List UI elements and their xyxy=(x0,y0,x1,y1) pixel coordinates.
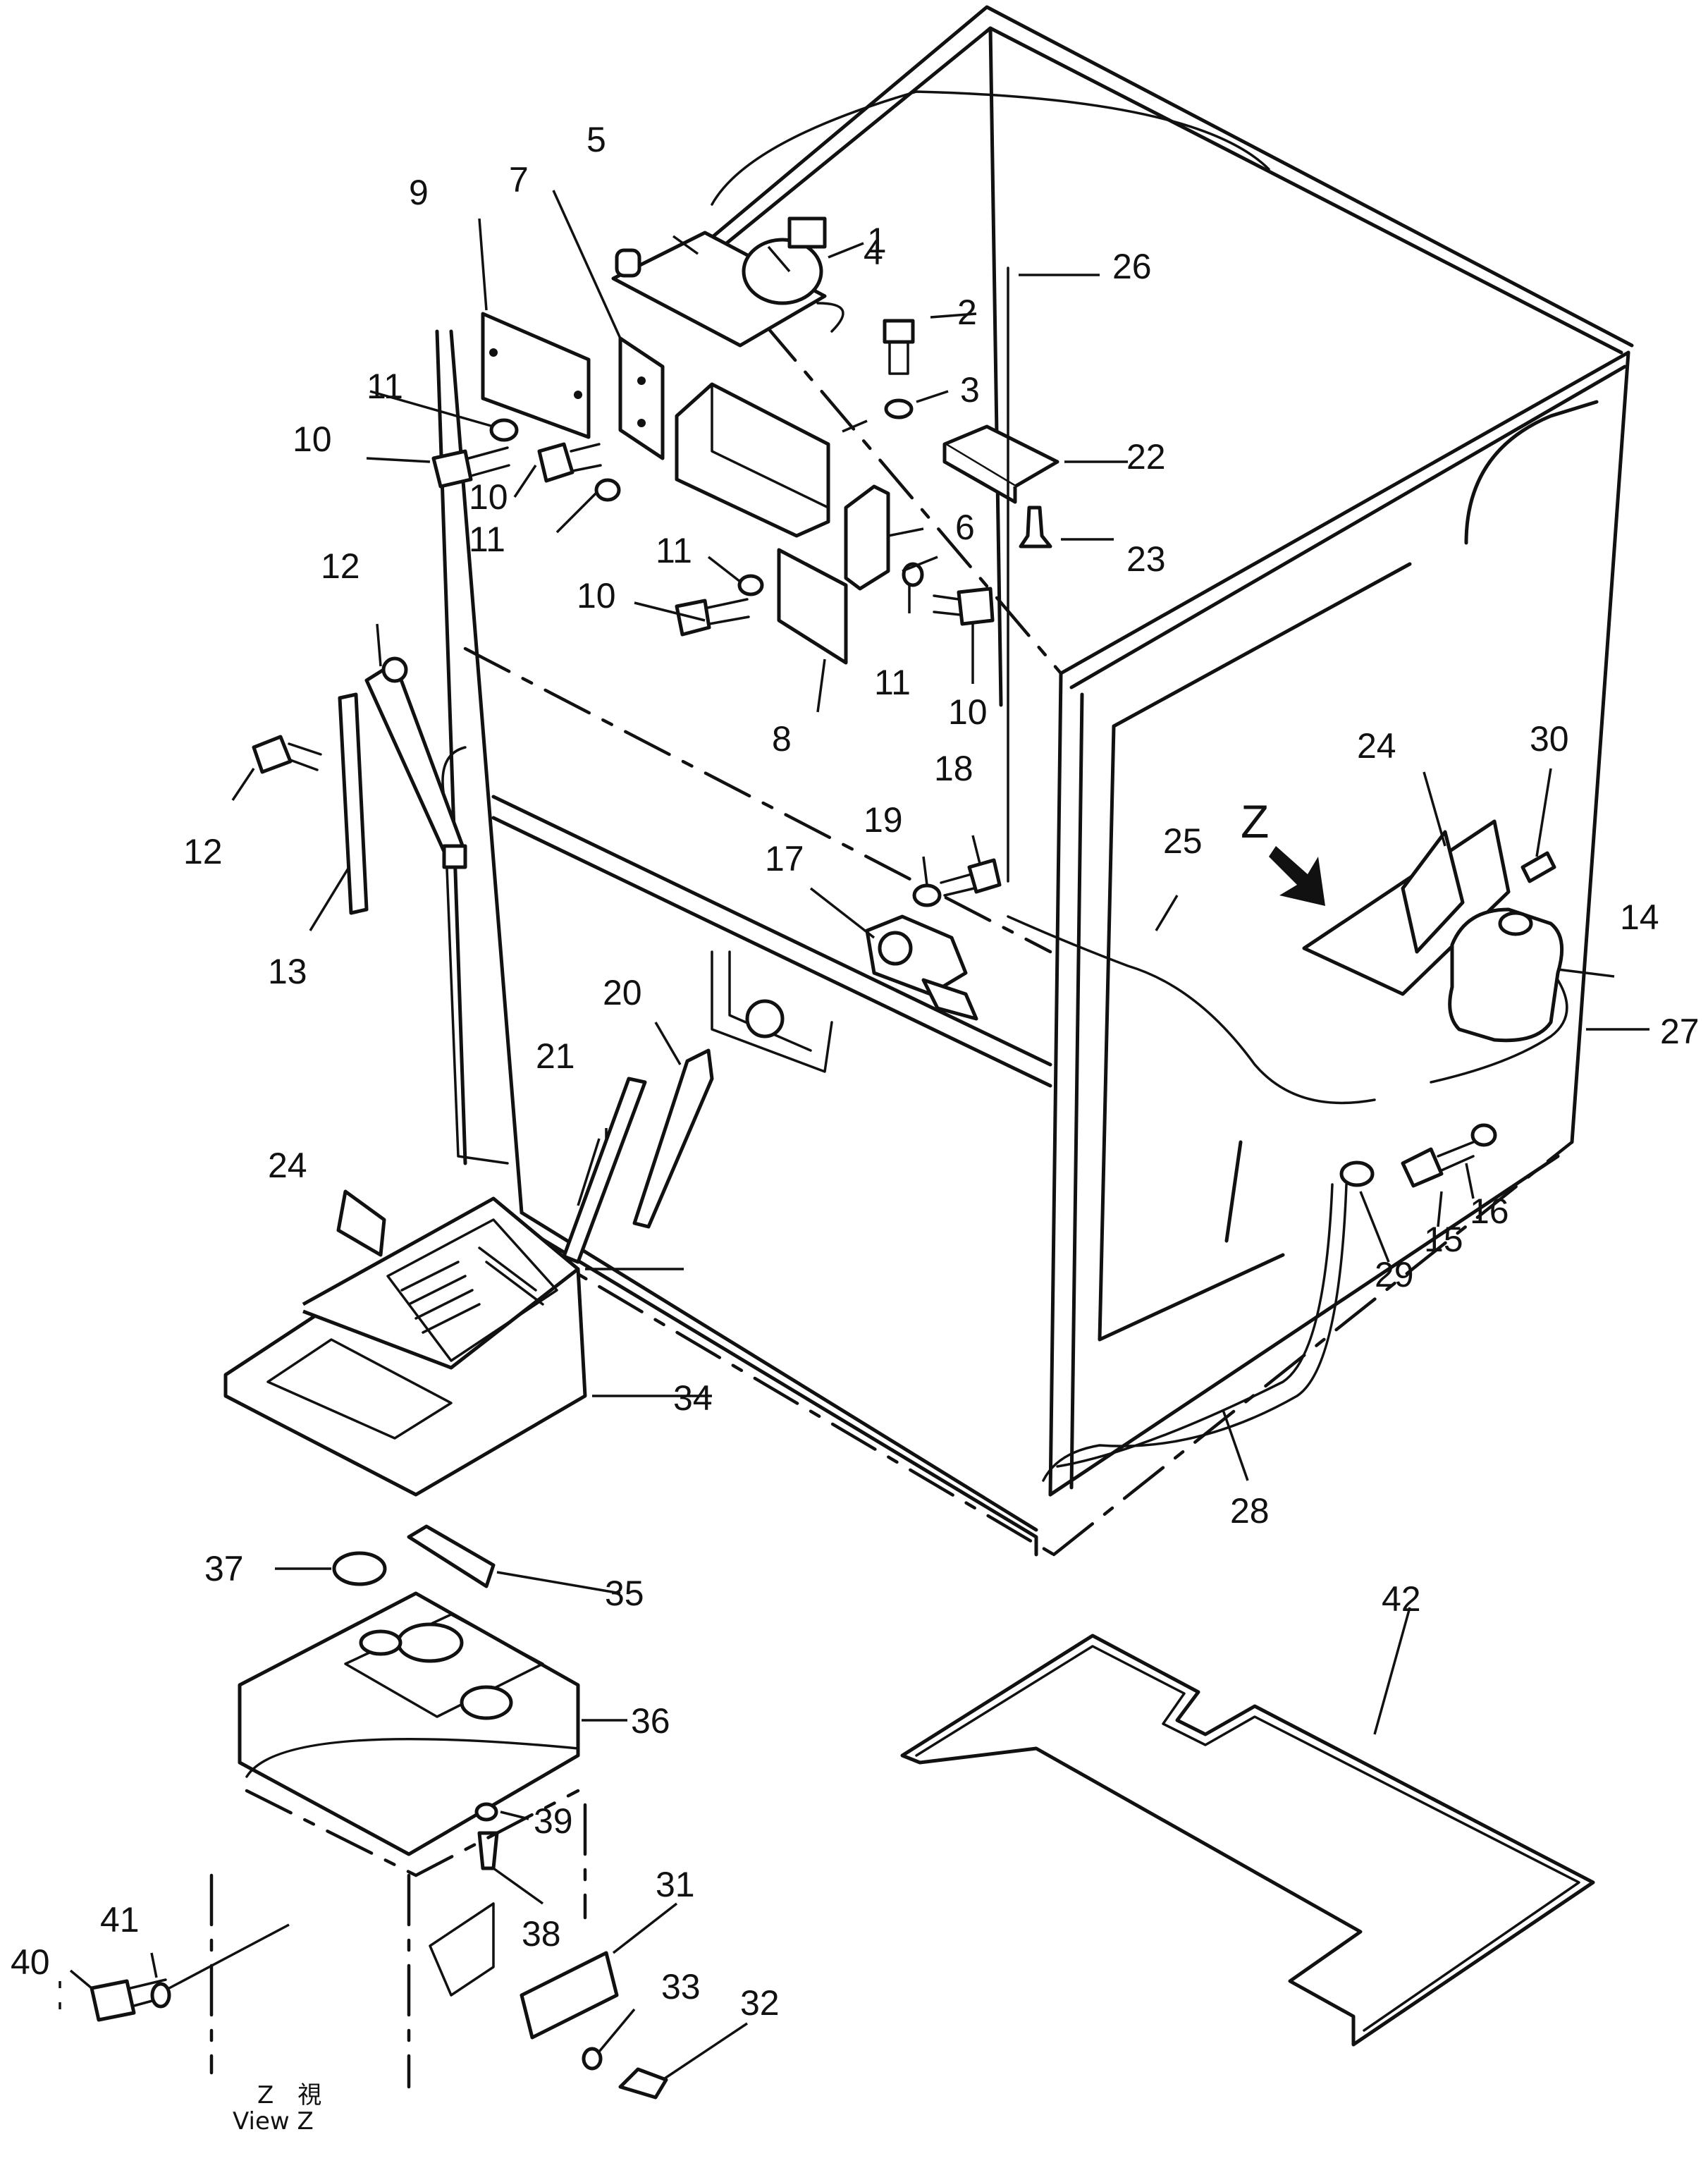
wiper-motor-17 xyxy=(865,914,978,1021)
callout-39: 39 xyxy=(534,1801,573,1841)
bracket-6 xyxy=(844,484,890,591)
callout-29: 29 xyxy=(1375,1255,1414,1294)
callout-12b: 12 xyxy=(183,832,223,871)
callout-38: 38 xyxy=(522,1914,561,1954)
callout-10b: 10 xyxy=(469,477,508,517)
callout-34: 34 xyxy=(673,1378,713,1418)
callout-9: 9 xyxy=(409,173,429,212)
wiper-arm-12 xyxy=(364,656,467,869)
grommet-5 xyxy=(615,248,641,278)
callout-30: 30 xyxy=(1530,719,1569,759)
callout-4: 4 xyxy=(864,233,883,272)
callout-18: 18 xyxy=(934,749,973,788)
callout-10a: 10 xyxy=(293,419,332,459)
callout-12a: 12 xyxy=(321,546,360,586)
washer-3 xyxy=(884,398,914,419)
callout-1: 1 xyxy=(867,221,887,260)
grommet-29 xyxy=(1339,1160,1375,1187)
callout-16: 16 xyxy=(1470,1191,1509,1231)
callout-24a: 24 xyxy=(1357,726,1396,766)
callout-20: 20 xyxy=(603,973,642,1012)
callout-31: 31 xyxy=(656,1865,695,1904)
washer-16 xyxy=(1470,1123,1497,1147)
callout-5: 5 xyxy=(586,120,606,159)
bracket-8 xyxy=(777,548,848,665)
callout-19: 19 xyxy=(864,800,903,840)
callout-6: 6 xyxy=(955,508,975,547)
callout-11c: 11 xyxy=(656,531,692,570)
leader-lines xyxy=(69,190,1649,2081)
callout-17: 17 xyxy=(765,839,804,878)
callout-26: 26 xyxy=(1112,247,1152,286)
callout-10d: 10 xyxy=(948,692,988,732)
floor-mat-42 xyxy=(900,1634,1595,2047)
view-z-caption: Z 視 View Z xyxy=(233,2081,321,2136)
callout-11d: 11 xyxy=(874,663,911,702)
washer-19 xyxy=(912,883,942,907)
screw-23 xyxy=(1019,505,1052,549)
bolt-12 xyxy=(252,735,322,774)
washer-tank-14 xyxy=(1448,907,1564,1043)
view-z-detail xyxy=(59,1524,668,2100)
washers-11 xyxy=(489,418,924,596)
bracket-9 xyxy=(481,312,591,439)
callout-10c: 10 xyxy=(577,576,616,615)
callout-36: 36 xyxy=(631,1701,670,1741)
wiper-blade-13 xyxy=(338,692,369,915)
callout-11a: 11 xyxy=(367,367,403,406)
callout-33: 33 xyxy=(661,1967,701,2006)
seal-30 xyxy=(1520,851,1556,883)
callout-11b: 11 xyxy=(469,520,505,559)
view-caption-english: View Z xyxy=(233,2107,314,2136)
callout-2: 2 xyxy=(957,293,977,332)
callout-7: 7 xyxy=(509,160,529,200)
wiper-blade-21 xyxy=(562,1077,647,1264)
callout-41: 41 xyxy=(100,1900,140,1940)
switch-panel-34 xyxy=(223,1189,587,1497)
view-z-marker: Z xyxy=(1241,795,1269,847)
callout-28: 28 xyxy=(1230,1491,1270,1531)
cab-frame xyxy=(435,5,1634,1557)
callout-23: 23 xyxy=(1126,539,1166,579)
view-caption-japanese: Z 視 xyxy=(257,2081,321,2109)
callout-27: 27 xyxy=(1660,1012,1700,1051)
cover-plate-22 xyxy=(942,424,1059,504)
wiper-motor-4 xyxy=(611,216,844,348)
callout-24b: 24 xyxy=(268,1146,307,1185)
callout-3: 3 xyxy=(960,370,980,410)
bolt-2 xyxy=(883,319,915,375)
callout-40: 40 xyxy=(11,1942,50,1982)
callout-14: 14 xyxy=(1620,897,1659,937)
bracket-7 xyxy=(618,336,665,460)
box-24 xyxy=(1302,819,1511,996)
callout-8: 8 xyxy=(772,719,792,759)
view-z-arrow: Z xyxy=(1241,795,1325,906)
callout-37: 37 xyxy=(204,1549,244,1588)
wire-25 xyxy=(1007,915,1376,1105)
wiper-arm-20 xyxy=(632,999,785,1229)
callout-labels: 1 2 3 4 5 6 7 8 9 10 10 10 10 11 11 11 1… xyxy=(11,120,1700,2023)
callout-13: 13 xyxy=(268,952,307,991)
bolt-15 xyxy=(1401,1141,1475,1188)
bolt-18 xyxy=(940,858,1002,897)
callout-21: 21 xyxy=(536,1036,575,1076)
callout-22: 22 xyxy=(1126,437,1166,477)
callout-25: 25 xyxy=(1163,821,1203,861)
callout-42: 42 xyxy=(1382,1579,1421,1619)
callout-32: 32 xyxy=(740,1983,780,2023)
callout-15: 15 xyxy=(1424,1220,1463,1259)
hose-27 xyxy=(1430,979,1568,1084)
bolts-10 xyxy=(431,442,995,637)
motor-cover-1 xyxy=(675,382,830,538)
callout-35: 35 xyxy=(605,1574,644,1613)
